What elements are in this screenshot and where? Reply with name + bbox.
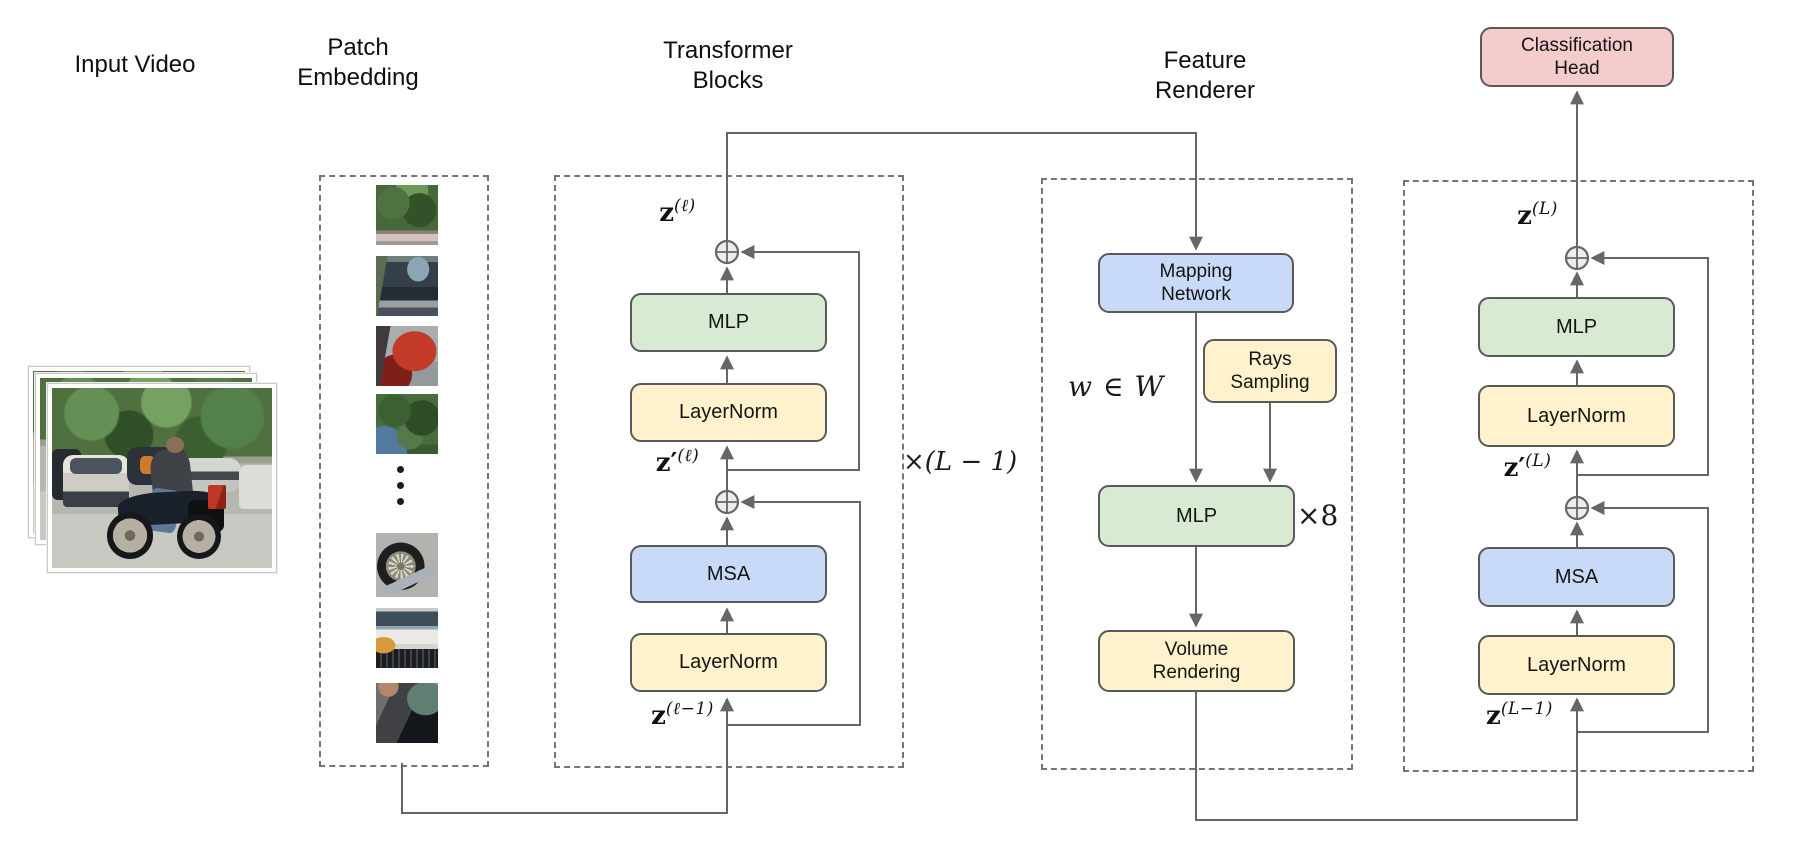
layernorm-box-final: LayerNorm <box>1478 635 1675 695</box>
mlp-repeat-label: ×8 <box>1297 499 1339 532</box>
classification-head-box: Classification Head <box>1480 27 1674 87</box>
z-out-label: z(ℓ) <box>635 196 720 228</box>
rider-head <box>166 436 184 453</box>
z-out-base: z <box>659 198 674 228</box>
z-out-base-final: z <box>1517 201 1532 231</box>
patch-thumbnail-dark-suv <box>376 256 438 316</box>
patch-thumbnail-rider-shoulder <box>376 683 438 743</box>
z-in-sup-final: (L−1) <box>1500 699 1553 719</box>
motorcycle-front-wheel <box>107 512 154 559</box>
vertical-ellipsis <box>397 466 404 505</box>
feature-renderer-title: Feature Renderer <box>1154 47 1256 104</box>
input-video-title: Input Video <box>74 51 196 78</box>
z-in-base: z <box>651 701 666 731</box>
z-in-label-final: z(L−1) <box>1462 699 1577 731</box>
z-out-sup: (ℓ) <box>673 196 696 216</box>
transformer-blocks-title: Transformer Blocks <box>663 37 793 94</box>
mlp-box-final: MLP <box>1478 297 1675 357</box>
mlp-box: MLP <box>630 293 827 352</box>
msa-box-final: MSA <box>1478 547 1675 607</box>
layernorm-box-final: LayerNorm <box>1478 385 1675 447</box>
patch-thumbnail-motorcycle-wheel <box>376 533 438 597</box>
z-mid-base-final: z′ <box>1503 453 1526 483</box>
z-mid-base: z′ <box>655 448 678 478</box>
z-in-label: z(ℓ−1) <box>625 699 740 731</box>
z-in-sup: (ℓ−1) <box>665 699 714 719</box>
output-block-box <box>1403 180 1754 772</box>
video-frame-photo <box>52 388 272 568</box>
z-out-label-final: z(L) <box>1495 199 1580 231</box>
layernorm-box: LayerNorm <box>630 633 827 692</box>
patch-thumbnail-red-flag <box>376 326 438 386</box>
red-flag <box>208 485 226 509</box>
msa-box: MSA <box>630 545 827 603</box>
car-white-right <box>239 465 272 509</box>
motorcycle-rear-wheel <box>177 514 222 559</box>
mapping-network-box: Mapping Network <box>1098 253 1294 313</box>
car-windshield <box>69 458 123 475</box>
patch-thumbnail-trees-car-roof <box>376 185 438 245</box>
z-mid-sup-final: (L) <box>1525 451 1552 471</box>
z-out-sup-final: (L) <box>1531 199 1558 219</box>
z-mid-label-final: z′(L) <box>1485 451 1570 483</box>
latent-code-label: w ∈ W <box>1068 370 1165 403</box>
rays-sampling-box: Rays Sampling <box>1203 339 1337 403</box>
z-mid-label: z′(ℓ) <box>635 446 720 478</box>
repeat-times-label: ×(L − 1) <box>903 447 1018 477</box>
renderer-mlp-box: MLP <box>1098 485 1295 547</box>
patch-thumbnail-trees-blue-car <box>376 394 438 454</box>
layernorm-box: LayerNorm <box>630 383 827 442</box>
z-mid-sup: (ℓ) <box>677 446 700 466</box>
patch-thumbnail-white-car-front <box>376 608 438 668</box>
z-in-base-final: z <box>1486 701 1501 731</box>
patch-embedding-title: Patch Embedding <box>297 34 419 91</box>
volume-rendering-box: Volume Rendering <box>1098 630 1295 692</box>
video-frame-front <box>47 383 277 573</box>
